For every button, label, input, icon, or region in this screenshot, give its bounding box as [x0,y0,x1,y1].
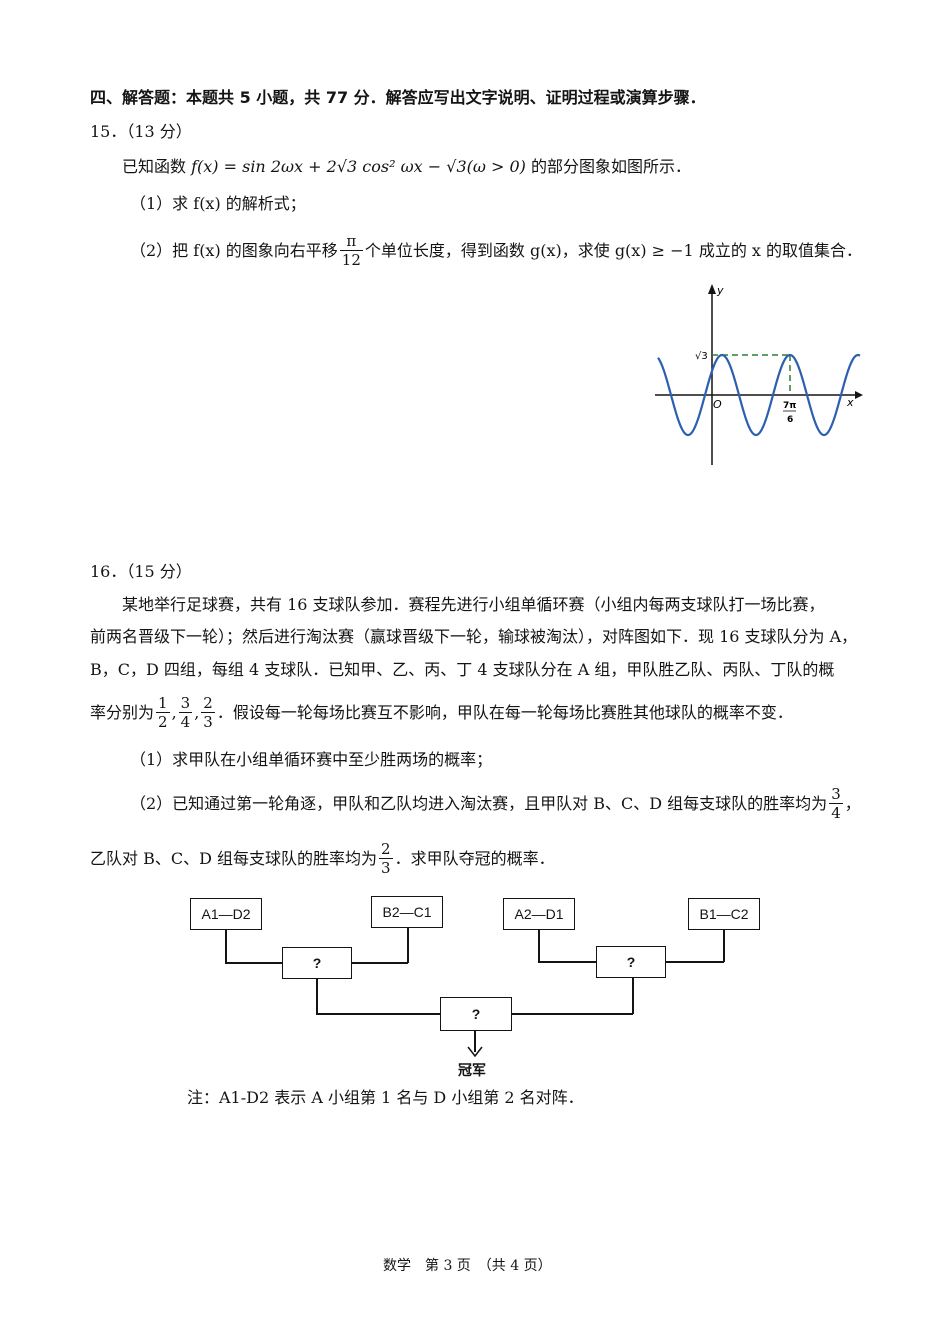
connector [665,961,724,963]
connector [511,1013,633,1015]
connector [316,1013,441,1015]
x-axis-label: x [846,396,854,409]
champion-arrow-head [467,1046,483,1058]
bracket-note: 注：A1-D2 表示 A 小组第 1 名与 D 小组第 2 名对阵． [187,1088,584,1107]
comma: , [171,702,177,722]
semi-box-right: ? [596,946,666,978]
q15-function-graph: y x O √3 7π 6 [655,284,863,465]
q15-shift-den: 12 [341,251,361,269]
q16-part2-d: ．求甲队夺冠的概率． [394,848,555,868]
champion-arrow-line [474,1030,476,1052]
q15-part2-a: （2）把 f(x) 的图象向右平移 [130,240,338,260]
y-axis-label: y [716,284,724,297]
final-box: ? [440,997,512,1031]
q16-part2-a: （2）已知通过第一轮角逐，甲队和乙队均进入淘汰赛，且甲队对 B、C、D 组每支球… [130,793,828,813]
connector [723,930,725,962]
q15-shift-num: π [339,232,363,251]
y-axis-arrow [708,284,716,294]
frac-b-num: 2 [379,840,393,859]
section-heading: 四、解答题：本题共 5 小题，共 77 分．解答应写出文字说明、证明过程或演算步… [90,88,706,107]
prob-3-num: 2 [201,694,215,713]
q16-part1: （1）求甲队在小组单循环赛中至少胜两场的概率； [130,750,493,769]
sine-curve [657,353,861,437]
q15-intro-b: 的部分图象如图所示． [525,157,691,176]
q16-part2-c: 乙队对 B、C、D 组每支球队的胜率均为 [90,848,378,868]
champion-label: 冠军 [458,1063,486,1079]
frac-a-num: 3 [829,785,843,804]
connector [538,930,540,962]
peak-label: √3 [695,351,708,362]
connector [351,962,408,964]
q16-line4-b: ．假设每一轮每场比赛互不影响，甲队在每一轮每场比赛胜其他球队的概率不变． [216,702,793,722]
q15-part2-b: 个单位长度，得到函数 g(x)，求使 g(x) ≥ −1 成立的 x 的取值集合… [364,240,863,260]
origin-label: O [713,398,722,411]
connector [316,979,318,1014]
prob-2-num: 3 [178,694,193,713]
prob-2-den: 4 [180,713,191,731]
connector [538,961,597,963]
q15-function: f(x) = sin 2ωx + 2√3 cos² ωx − √3(ω > 0) [191,157,526,176]
semi-box-left: ? [282,947,352,979]
q16-line4-a: 率分别为 [90,702,155,722]
page-footer: 数学 第 3 页 （共 4 页） [383,1258,552,1274]
q15-intro: 已知函数 f(x) = sin 2ωx + 2√3 cos² ωx − √3(ω… [122,157,691,177]
x-mark-num: 7π [783,401,796,411]
q16-paragraph-line2: 前两名晋级下一轮）；然后进行淘汰赛（赢球晋级下一轮，输球被淘汰），对阵图如下．现… [90,627,858,646]
q15-shift-fraction: π 12 [339,232,363,269]
x-mark-den: 6 [787,415,793,425]
match-box-a2-d1: A2—D1 [503,898,575,930]
prob-3-den: 3 [203,713,213,731]
q16-paragraph-line3: B，C，D 四组，每组 4 支球队．已知甲、乙、丙、丁 4 支球队分在 A 组，… [90,660,835,679]
prob-1-den: 2 [158,713,168,731]
q16-number: 16．（15 分） [90,562,192,581]
match-box-a1-d2: A1—D2 [190,898,262,930]
connector [225,930,227,963]
q15-part1: （1）求 f(x) 的解析式； [130,194,306,213]
match-box-b1-c2: B1—C2 [688,898,760,930]
connector [632,978,634,1014]
prob-1-num: 1 [156,694,170,713]
connector [225,962,283,964]
q16-part2-b: ， [844,793,861,813]
q16-part2-line1: （2）已知通过第一轮角逐，甲队和乙队均进入淘汰赛，且甲队对 B、C、D 组每支球… [130,785,861,822]
x-axis-arrow [855,391,863,399]
comma: , [194,702,200,722]
q15-intro-a: 已知函数 [122,157,192,176]
frac-b-den: 3 [381,859,391,877]
q16-paragraph-line1: 某地举行足球赛，共有 16 支球队参加．赛程先进行小组单循环赛（小组内每两支球队… [122,595,825,614]
match-box-b2-c1: B2—C1 [371,896,443,928]
q15-number: 15．（13 分） [90,122,192,141]
q15-part2: （2）把 f(x) 的图象向右平移 π 12 个单位长度，得到函数 g(x)，求… [130,232,862,269]
frac-a-den: 4 [831,804,841,822]
connector [407,928,409,963]
